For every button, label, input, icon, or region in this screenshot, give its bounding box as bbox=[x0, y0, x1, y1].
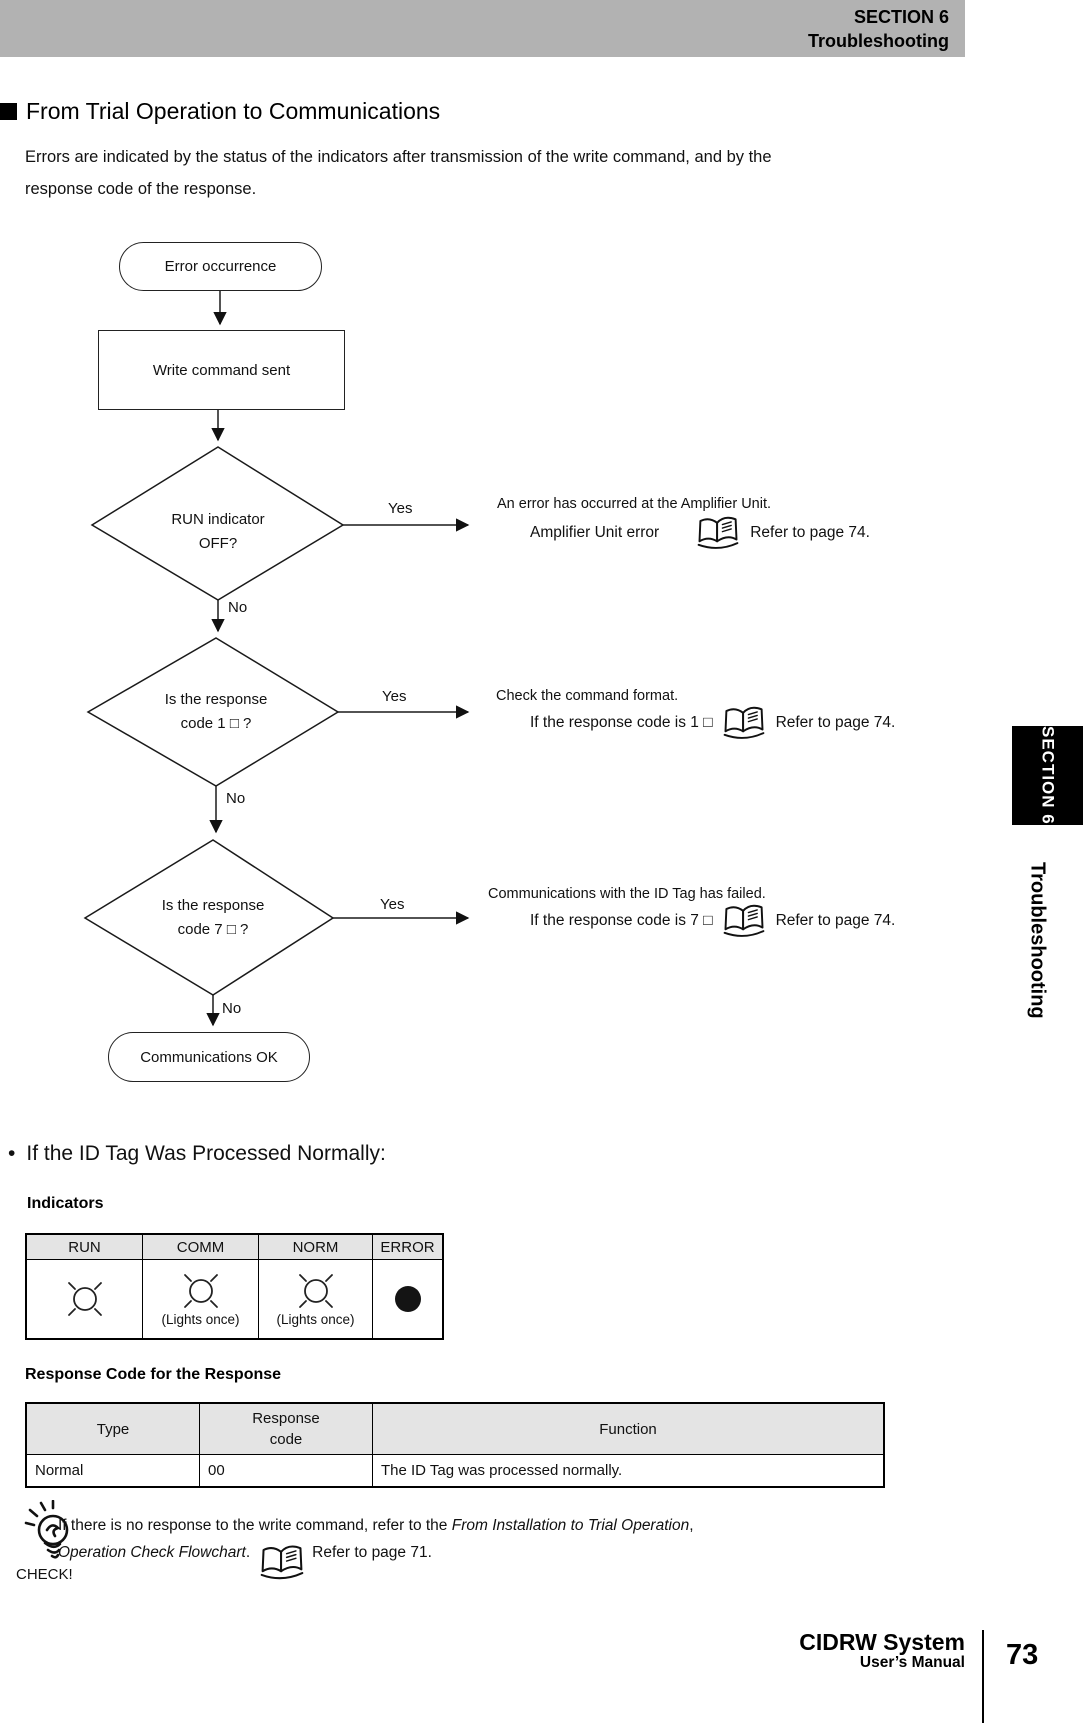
col-norm: NORM bbox=[258, 1233, 373, 1260]
norm-caption: (Lights once) bbox=[276, 1312, 355, 1327]
subsection-title: • If the ID Tag Was Processed Normally: bbox=[8, 1142, 386, 1166]
col-type: Type bbox=[25, 1402, 200, 1455]
check-line2-tail: . bbox=[245, 1544, 251, 1561]
cell-code: 00 bbox=[199, 1454, 373, 1488]
cell-function: The ID Tag was processed normally. bbox=[372, 1454, 885, 1488]
decision-run-indicator: RUN indicator OFF? bbox=[118, 508, 318, 556]
run-indicator-cell bbox=[25, 1259, 143, 1340]
section-tab-label: Troubleshooting bbox=[1026, 862, 1049, 1019]
decision1-line1: RUN indicator bbox=[171, 511, 265, 528]
footer-manual: User’s Manual bbox=[859, 1654, 965, 1671]
branch2-detail-row: If the response code is 1 □ Refer to pag… bbox=[530, 704, 895, 741]
intro-line-1: Errors are indicated by the status of th… bbox=[25, 148, 772, 166]
footer-divider bbox=[982, 1630, 984, 1723]
section-tab: SECTION 6 bbox=[1012, 726, 1083, 825]
check-refer: Refer to page 71. bbox=[312, 1544, 432, 1561]
header-chapter: Troubleshooting bbox=[808, 31, 949, 51]
response-code-table: Type Response code Function Normal 00 Th… bbox=[25, 1402, 885, 1488]
branch1-note: An error has occurred at the Amplifier U… bbox=[497, 496, 772, 512]
lamp-lit-icon bbox=[60, 1279, 110, 1319]
check-note-line2: Operation Check Flowchart. Refer to page… bbox=[58, 1540, 432, 1582]
filled-circle-icon bbox=[394, 1286, 421, 1312]
decision-response-code-7: Is the response code 7 □ ? bbox=[113, 894, 313, 942]
check-text: If there is no response to the write com… bbox=[58, 1517, 452, 1534]
no-label-1: No bbox=[228, 599, 248, 616]
indicators-header-row: RUN COMM NORM ERROR bbox=[25, 1233, 444, 1260]
footer-product: CIDRW System bbox=[799, 1629, 965, 1655]
page-header-bar: SECTION 6 Troubleshooting bbox=[0, 0, 965, 57]
bullet-icon: • bbox=[8, 1142, 16, 1165]
comm-caption: (Lights once) bbox=[161, 1312, 240, 1327]
yes-label-1: Yes bbox=[388, 500, 413, 517]
cell-type: Normal bbox=[25, 1454, 200, 1488]
refer-book-icon bbox=[258, 1542, 306, 1582]
col-response-code-line2: code bbox=[269, 1431, 303, 1448]
flow-start-node: Error occurrence bbox=[119, 242, 322, 291]
error-indicator-cell bbox=[372, 1259, 444, 1340]
decision-response-code-1: Is the response code 1 □ ? bbox=[116, 688, 316, 736]
response-data-row: Normal 00 The ID Tag was processed norma… bbox=[25, 1454, 885, 1488]
yes-label-2: Yes bbox=[382, 688, 407, 705]
branch2-detail: If the response code is 1 □ bbox=[530, 713, 713, 731]
section-title: From Trial Operation to Communications bbox=[0, 98, 440, 125]
refer-book-icon bbox=[721, 704, 767, 741]
intro-line-2: response code of the response. bbox=[25, 180, 257, 198]
branch1-detail: Amplifier Unit error bbox=[530, 523, 660, 541]
intro-paragraph: Errors are indicated by the status of th… bbox=[25, 141, 772, 205]
no-label-3: No bbox=[222, 1000, 242, 1017]
refer-book-icon bbox=[695, 514, 741, 551]
check-line1-tail: , bbox=[689, 1517, 694, 1534]
col-response-code-line1: Response bbox=[252, 1410, 320, 1427]
response-header-row: Type Response code Function bbox=[25, 1402, 885, 1455]
col-error: ERROR bbox=[372, 1233, 444, 1260]
yes-label-3: Yes bbox=[380, 896, 405, 913]
check-lightbulb-icon bbox=[24, 1500, 69, 1559]
indicators-heading: Indicators bbox=[27, 1195, 104, 1212]
branch3-note: Communications with the ID Tag has faile… bbox=[488, 886, 766, 902]
indicators-value-row: (Lights once) (Lights once) bbox=[25, 1259, 444, 1340]
response-heading: Response Code for the Response bbox=[25, 1366, 282, 1383]
col-run: RUN bbox=[25, 1233, 143, 1260]
check-note-line1: If there is no response to the write com… bbox=[58, 1517, 694, 1535]
branch2-refer: Refer to page 74. bbox=[775, 713, 896, 731]
flow-step-write-command: Write command sent bbox=[98, 330, 345, 410]
col-response-code: Response code bbox=[199, 1402, 373, 1455]
decision3-line1: Is the response bbox=[161, 897, 265, 914]
subsection-title-text: If the ID Tag Was Processed Normally: bbox=[26, 1142, 386, 1165]
check-italic-2: Operation Check Flowchart bbox=[58, 1544, 246, 1561]
square-bullet-icon bbox=[0, 103, 17, 120]
norm-indicator-cell: (Lights once) bbox=[258, 1259, 373, 1340]
check-italic-1: From Installation to Trial Operation bbox=[451, 1517, 690, 1534]
lamp-lit-icon bbox=[176, 1271, 226, 1311]
branch3-detail: If the response code is 7 □ bbox=[530, 911, 713, 929]
branch1-detail-row: Amplifier Unit error Refer to page 74. bbox=[530, 514, 870, 551]
col-function: Function bbox=[372, 1402, 885, 1455]
section-title-text: From Trial Operation to Communications bbox=[26, 98, 441, 124]
decision2-line2: code 1 □ ? bbox=[180, 715, 252, 732]
decision3-line2: code 7 □ ? bbox=[177, 921, 249, 938]
flow-end-node: Communications OK bbox=[108, 1032, 310, 1082]
check-label: CHECK! bbox=[16, 1566, 73, 1583]
branch3-detail-row: If the response code is 7 □ Refer to pag… bbox=[530, 902, 895, 939]
refer-book-icon bbox=[721, 902, 767, 939]
decision2-line1: Is the response bbox=[164, 691, 268, 708]
lamp-lit-icon bbox=[291, 1271, 341, 1311]
page-number: 73 bbox=[1006, 1639, 1039, 1671]
branch3-refer: Refer to page 74. bbox=[775, 911, 896, 929]
col-comm: COMM bbox=[142, 1233, 259, 1260]
header-section: SECTION 6 bbox=[853, 7, 949, 27]
comm-indicator-cell: (Lights once) bbox=[142, 1259, 259, 1340]
indicators-table: RUN COMM NORM ERROR (Lights once) (Light… bbox=[25, 1233, 444, 1340]
no-label-2: No bbox=[226, 790, 246, 807]
branch2-note: Check the command format. bbox=[496, 688, 679, 704]
decision1-line2: OFF? bbox=[198, 535, 238, 552]
branch1-refer: Refer to page 74. bbox=[750, 523, 870, 541]
